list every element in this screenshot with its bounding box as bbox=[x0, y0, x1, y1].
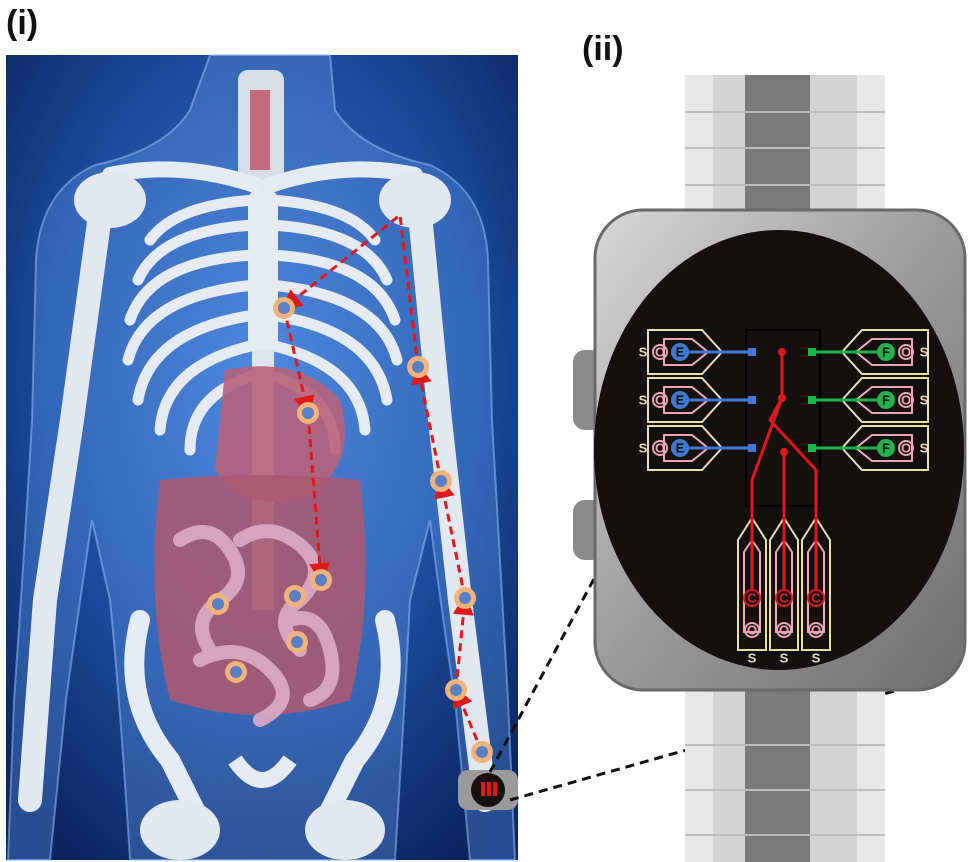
sensor-marker bbox=[430, 470, 452, 492]
pad-s-label: S bbox=[780, 651, 789, 666]
sternum bbox=[248, 190, 278, 350]
sensor-marker bbox=[297, 402, 319, 424]
reservoir-node bbox=[778, 348, 786, 356]
sensor-marker bbox=[286, 631, 308, 653]
pad-o-label: O bbox=[655, 345, 665, 360]
sensor-marker bbox=[207, 593, 229, 615]
pad-s-label: S bbox=[920, 345, 929, 360]
pad-o-label: O bbox=[655, 393, 665, 408]
pad-s-label: S bbox=[920, 441, 929, 456]
reservoir-node bbox=[778, 394, 786, 402]
pad-f-label: F bbox=[882, 441, 890, 456]
pad-o-label: O bbox=[747, 623, 757, 638]
pad-f-label: F bbox=[882, 393, 890, 408]
sensor-marker bbox=[310, 569, 332, 591]
pad-s-label: S bbox=[812, 651, 821, 666]
sensor-marker bbox=[225, 661, 247, 683]
pad-s-label: S bbox=[639, 441, 648, 456]
connector-blue bbox=[748, 348, 756, 356]
connector-green bbox=[808, 348, 816, 356]
trachea bbox=[250, 90, 270, 170]
pad-o-label: O bbox=[811, 623, 821, 638]
sensor-marker bbox=[273, 297, 295, 319]
sensor-marker bbox=[471, 741, 493, 763]
strap-bottom bbox=[685, 680, 885, 862]
pad-e-label: E bbox=[676, 393, 685, 408]
reservoir-node bbox=[780, 448, 788, 456]
pad-o-label: O bbox=[901, 441, 911, 456]
pad-c-label: C bbox=[779, 591, 789, 606]
pad-e-label: E bbox=[676, 345, 685, 360]
connector-blue bbox=[748, 444, 756, 452]
connector-green bbox=[808, 396, 816, 404]
pad-e-label: E bbox=[676, 441, 685, 456]
connector-blue bbox=[748, 396, 756, 404]
right-femur-head bbox=[305, 800, 385, 860]
pad-c-label: C bbox=[747, 591, 757, 606]
pad-o-label: O bbox=[901, 393, 911, 408]
pad-o-label: O bbox=[901, 345, 911, 360]
anatomy-panel bbox=[6, 55, 518, 860]
pad-f-label: F bbox=[882, 345, 890, 360]
sensor-marker bbox=[407, 356, 429, 378]
pad-c-label: C bbox=[811, 591, 821, 606]
sensor-marker bbox=[454, 587, 476, 609]
watch-panel bbox=[573, 75, 965, 862]
sensor-marker bbox=[284, 585, 306, 607]
pad-s-label: S bbox=[920, 393, 929, 408]
wrist-watch-small bbox=[458, 770, 518, 810]
left-femur-head bbox=[140, 800, 220, 860]
pad-o-label: O bbox=[779, 623, 789, 638]
sensor-marker bbox=[445, 679, 467, 701]
pad-s-label: S bbox=[748, 651, 757, 666]
pad-o-label: O bbox=[655, 441, 665, 456]
connector-green bbox=[808, 444, 816, 452]
pad-s-label: S bbox=[639, 345, 648, 360]
pad-s-label: S bbox=[639, 393, 648, 408]
